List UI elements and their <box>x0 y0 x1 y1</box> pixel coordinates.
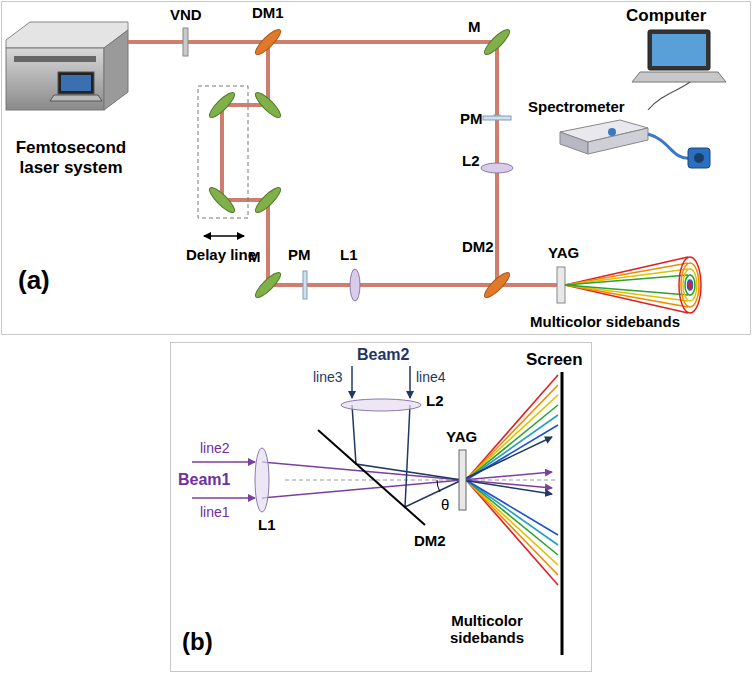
lens <box>481 163 513 173</box>
angle-label: θ <box>441 496 449 513</box>
beam-label: Beam2 <box>357 346 409 364</box>
optical-axis <box>285 480 558 481</box>
component-label: M <box>468 18 481 35</box>
component-label: DM1 <box>252 4 284 21</box>
ray-label: line4 <box>416 369 446 385</box>
yag-crystal <box>459 450 466 510</box>
component-label: Screen <box>526 350 583 370</box>
beam1-ray <box>192 462 552 498</box>
laser-system <box>6 22 128 110</box>
spectrometer <box>560 82 710 168</box>
component-label: DM2 <box>462 238 494 255</box>
dichroic-mirror-line <box>318 430 425 525</box>
component-label: L2 <box>426 392 444 409</box>
component-label: L1 <box>258 516 276 533</box>
component-label: VND <box>170 6 202 23</box>
component-label: M <box>248 248 261 265</box>
panel-label: (b) <box>182 628 213 656</box>
vnd-filter <box>183 28 188 56</box>
component-label: PM <box>288 246 311 263</box>
laser-beam <box>128 42 560 285</box>
sideband-cone <box>565 257 701 313</box>
component-label: YAG <box>446 428 477 445</box>
ray-label: line1 <box>200 504 230 520</box>
lens <box>341 399 421 411</box>
component-label: DM2 <box>414 532 446 549</box>
component-label: L2 <box>462 152 480 169</box>
mirror <box>206 26 512 300</box>
ray-label: line2 <box>200 440 230 456</box>
panel-frame <box>2 2 751 335</box>
screen <box>561 372 564 655</box>
beam-label: Beam1 <box>178 471 230 489</box>
panel-label: (a) <box>18 266 50 296</box>
laptop <box>632 30 726 82</box>
output-label: Multicolor sidebands <box>530 313 680 330</box>
device-label: Spectrometer <box>528 98 625 115</box>
yag-crystal <box>557 267 565 303</box>
component-label: L1 <box>340 246 358 263</box>
delay-arrow <box>204 235 244 237</box>
delay-line-box <box>198 86 248 218</box>
phase-mask <box>303 271 307 299</box>
component-label: Delay line <box>186 246 256 263</box>
lens <box>350 269 360 301</box>
phase-mask <box>483 116 511 120</box>
output-label: Multicolor sidebands <box>438 612 536 647</box>
dichroic-mirror <box>252 26 283 57</box>
ray-label: line3 <box>313 369 343 385</box>
panel-frame <box>171 343 592 672</box>
device-label: Computer <box>626 6 706 26</box>
sideband-rays <box>466 375 558 585</box>
component-label: YAG <box>548 244 579 261</box>
device-label: Femtosecond laser system <box>6 138 136 177</box>
component-label: PM <box>460 110 483 127</box>
lens <box>255 448 269 512</box>
dichroic-mirror <box>481 269 512 300</box>
angle-arc <box>437 480 440 492</box>
